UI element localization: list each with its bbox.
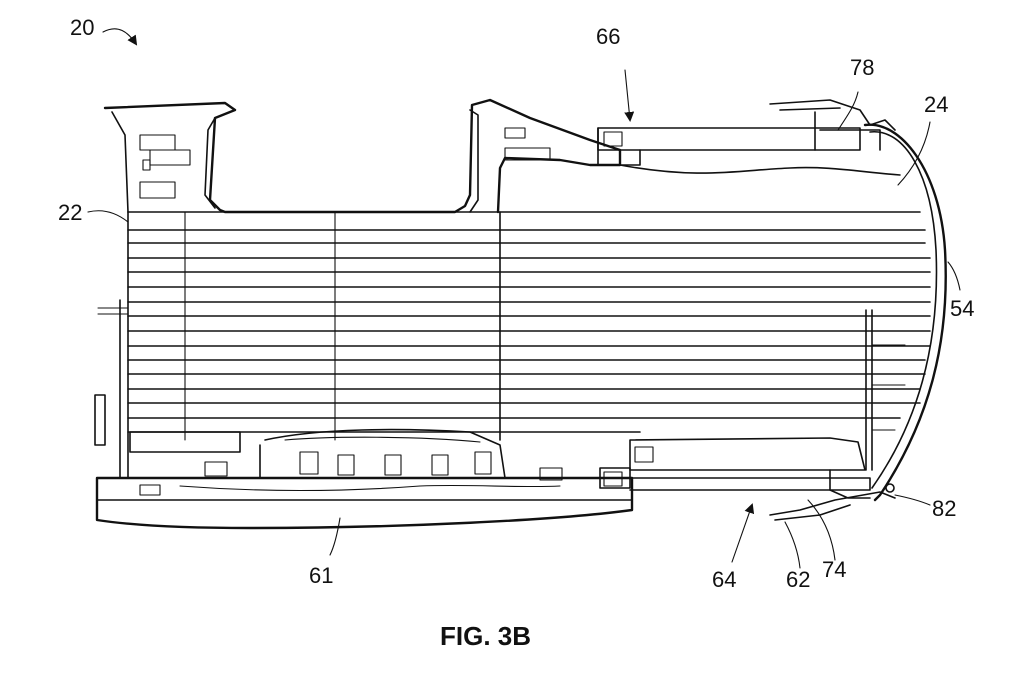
ref-bed-floor: 24 [924,92,948,117]
ref-rear-cable: 54 [950,296,974,321]
bed-floor-slats [94,211,931,479]
bed-extension [599,437,896,521]
reference-numerals: 20 22 66 78 24 54 61 64 62 74 82 [58,15,974,592]
lower-chassis-detail [129,428,563,481]
ref-bed-extension: 64 [712,567,736,592]
ref-front-skirt: 61 [309,563,333,588]
leader-lines [87,28,961,569]
front-wall [103,98,622,214]
figure-caption: FIG. 3B [440,621,531,651]
ref-top-rail: 66 [596,24,620,49]
front-skirt [95,476,634,530]
ref-rear-fastener: 82 [932,496,956,521]
ref-assembly: 20 [70,15,94,40]
ref-upper-rail: 78 [850,55,874,80]
ref-rear-skirt: 62 [786,567,810,592]
ref-lower-rail: 74 [822,557,846,582]
rear-cable [863,123,947,502]
upper-rail-assembly [597,99,901,176]
ref-front-bed-panel: 22 [58,200,82,225]
